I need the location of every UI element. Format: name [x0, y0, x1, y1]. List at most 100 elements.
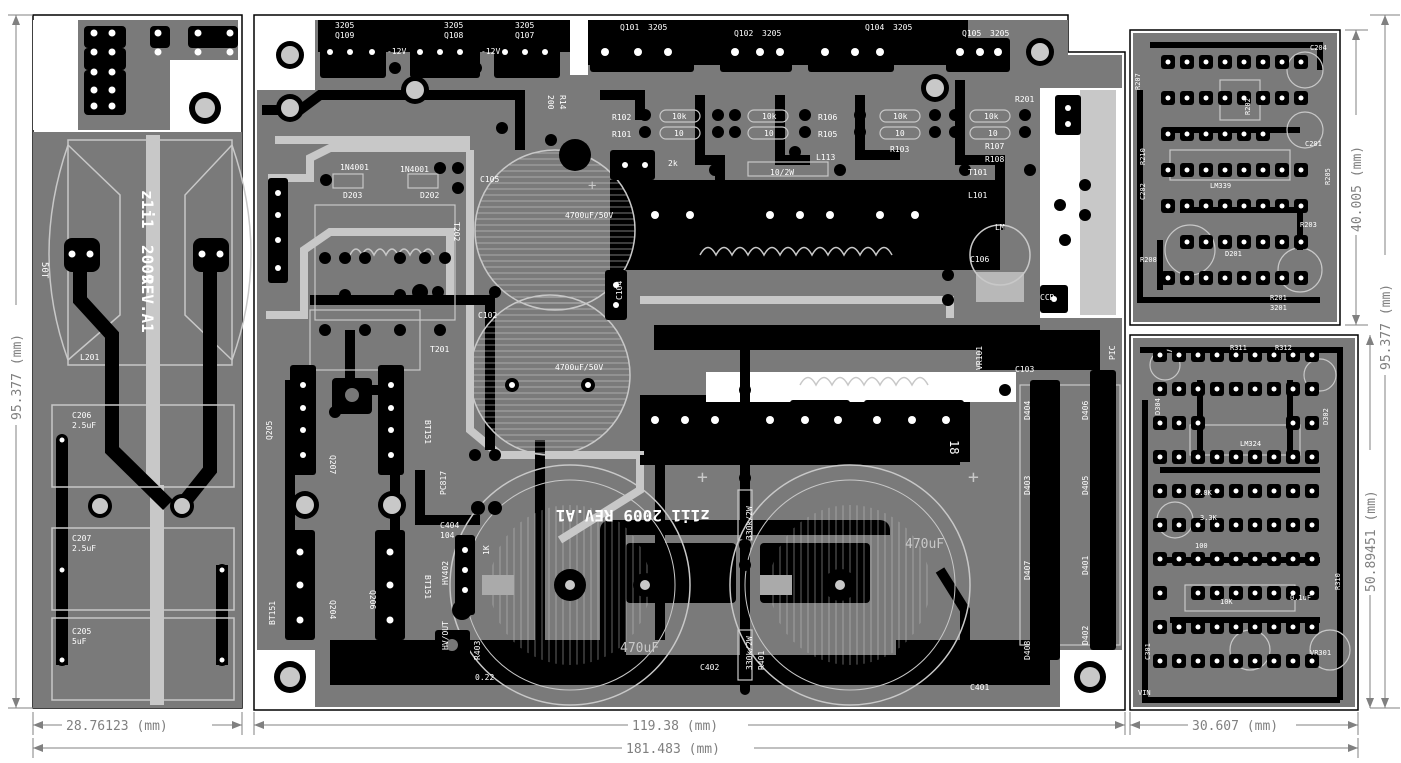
pcb-pad-hole: [1157, 352, 1163, 358]
pcb-pad-hole: [1298, 167, 1304, 173]
rt-label-r205: R205: [1324, 168, 1332, 185]
label-rv-5: 10: [895, 129, 905, 138]
plus-mark-c: +: [968, 467, 979, 488]
pcb-pad-hole: [1279, 59, 1285, 65]
label-d407: D407: [1023, 561, 1032, 580]
left-board-title-line2: 2009: [138, 245, 157, 284]
rb-label-vin: VIN: [1138, 689, 1151, 697]
pcb-pad-hole: [1298, 59, 1304, 65]
pcb-pad-hole: [1233, 624, 1239, 630]
pcb-pad-hole: [1195, 522, 1201, 528]
pcb-pad-hole: [1176, 556, 1182, 562]
label-bt151-b: BT151: [268, 601, 277, 625]
rt-label-r208: R208: [1140, 256, 1157, 264]
rb-label-vr301: VR301: [1310, 649, 1331, 657]
pcb-pad-hole: [1233, 522, 1239, 528]
pcb-pad-hole: [1298, 203, 1304, 209]
pcb-pad-hole: [1233, 352, 1239, 358]
label-t202: T202: [452, 222, 461, 241]
pcb-pad-hole: [1233, 658, 1239, 664]
pcb-pad-hole: [1298, 239, 1304, 245]
pcb-pad-hole: [1309, 454, 1315, 460]
label-18: 18: [947, 440, 961, 454]
label-t201: T201: [430, 345, 449, 354]
pcb-pad-hole: [1203, 95, 1209, 101]
pcb-pad-hole: [1279, 95, 1285, 101]
pcb-pad-hole: [1298, 275, 1304, 281]
pcb-pad-hole: [1195, 556, 1201, 562]
pcb-pad-hole: [1203, 275, 1209, 281]
left-board-title-line1: z1i1: [138, 190, 157, 229]
rb-label-d302: D302: [1322, 408, 1330, 425]
label-d406: D406: [1081, 401, 1090, 420]
pcb-pad-hole: [1222, 203, 1228, 209]
dim-right-height: 95.377 (mm): [1379, 284, 1394, 370]
cap-c207-ref: C207: [72, 534, 91, 543]
label-rv-1: 10: [674, 129, 684, 138]
main-board-title: z1i1 2009 REV.A1: [556, 506, 710, 525]
via-pads: [319, 23, 1113, 695]
label-r108: R108: [985, 155, 1004, 164]
pcb-pad-hole: [1290, 624, 1296, 630]
label-r101: R101: [612, 130, 631, 139]
label-r401: R401: [757, 651, 766, 670]
pcb-pad-hole: [1214, 386, 1220, 392]
pcb-pad-hole: [1165, 275, 1171, 281]
right-top-board: C204 LM339 C201 R203 D201 R208 R201 3201…: [1129, 29, 1341, 326]
pcb-pad-hole: [1203, 131, 1209, 137]
pcb-pad-hole: [1214, 556, 1220, 562]
label-l113: L113: [816, 153, 835, 162]
pcb-pad-hole: [1252, 590, 1258, 596]
pcb-pad-hole: [1290, 454, 1296, 460]
pcb-pad-hole: [1252, 488, 1258, 494]
rb-label-0p1uf: 0.1uF: [1290, 594, 1311, 602]
label-d402: D402: [1081, 626, 1090, 645]
label-q206: Q206: [368, 590, 377, 609]
left-board: C206 2.5uF C207 2.5uF C205 5uF L201 50T …: [32, 14, 252, 709]
label-rail-neg12-a: -12V: [387, 47, 406, 56]
pcb-pad-hole: [1203, 59, 1209, 65]
pcb-pad-hole: [1195, 488, 1201, 494]
pcb-pad-hole: [1165, 203, 1171, 209]
label-rv-4: 10k: [893, 112, 908, 121]
label-470uf-b: 470uF: [905, 537, 944, 552]
rt-label-c202: C202: [1139, 183, 1147, 200]
capacitor-c402: [449, 464, 691, 706]
label-l101: L101: [968, 191, 987, 200]
pcb-pad-hole: [1176, 488, 1182, 494]
pcb-pad-hole: [1260, 203, 1266, 209]
pcb-pad-hole: [1214, 658, 1220, 664]
rb-label-c301: C301: [1144, 643, 1152, 660]
rt-label-c204: C204: [1310, 44, 1327, 52]
pcb-pad-hole: [1222, 59, 1228, 65]
pcb-pad-hole: [1222, 275, 1228, 281]
label-022: 0.22: [475, 673, 494, 682]
label-q105-value: 3205: [990, 29, 1009, 38]
label-c104: C104: [615, 281, 624, 300]
rt-label-r203: R203: [1300, 221, 1317, 229]
pcb-pad-hole: [1309, 624, 1315, 630]
pcb-pad-hole: [1184, 95, 1190, 101]
label-cap-4700-a: 4700uF/50V: [565, 211, 613, 220]
label-pic: PIC: [1108, 345, 1117, 360]
pcb-pad-hole: [1184, 275, 1190, 281]
pcb-pad-hole: [1309, 420, 1315, 426]
dim-overall-width: 181.483 (mm): [626, 742, 720, 757]
label-q102-ref: Q102: [734, 29, 753, 38]
pcb-pad-hole: [1241, 131, 1247, 137]
label-330k-b: 330k/2W: [745, 636, 754, 670]
pcb-pad-hole: [1195, 658, 1201, 664]
cap-c206-ref: C206: [72, 411, 91, 420]
label-rv-6: 10k: [984, 112, 999, 121]
label-d202: D202: [420, 191, 439, 200]
pcb-pad-hole: [1279, 203, 1285, 209]
cap-c207-value: 2.5uF: [72, 544, 96, 553]
label-d405: D405: [1081, 476, 1090, 495]
label-d408: D408: [1023, 641, 1032, 660]
rb-label-d304: D304: [1154, 398, 1162, 415]
pcb-pad-hole: [1309, 386, 1315, 392]
label-r106: R106: [818, 113, 837, 122]
rb-label-10k: 10K: [1220, 598, 1233, 606]
right-bottom-board: LM324 VIN 6.8K 0.1uF 10K VR301 100 3.3K …: [1129, 334, 1359, 711]
